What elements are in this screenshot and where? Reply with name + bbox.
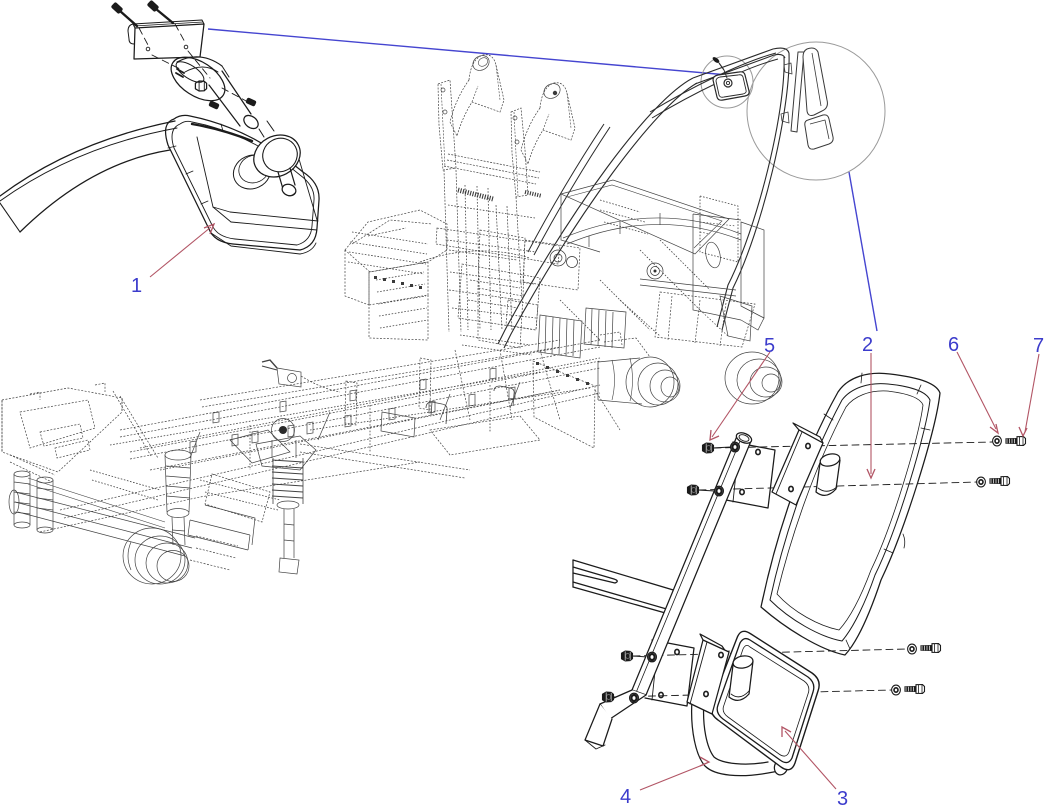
svg-text:3: 3 (837, 788, 848, 810)
svg-text:5: 5 (764, 335, 775, 357)
svg-text:1: 1 (131, 275, 142, 297)
svg-text:2: 2 (862, 334, 873, 356)
svg-text:7: 7 (1033, 335, 1044, 357)
svg-text:6: 6 (948, 334, 959, 356)
svg-text:4: 4 (620, 786, 631, 808)
